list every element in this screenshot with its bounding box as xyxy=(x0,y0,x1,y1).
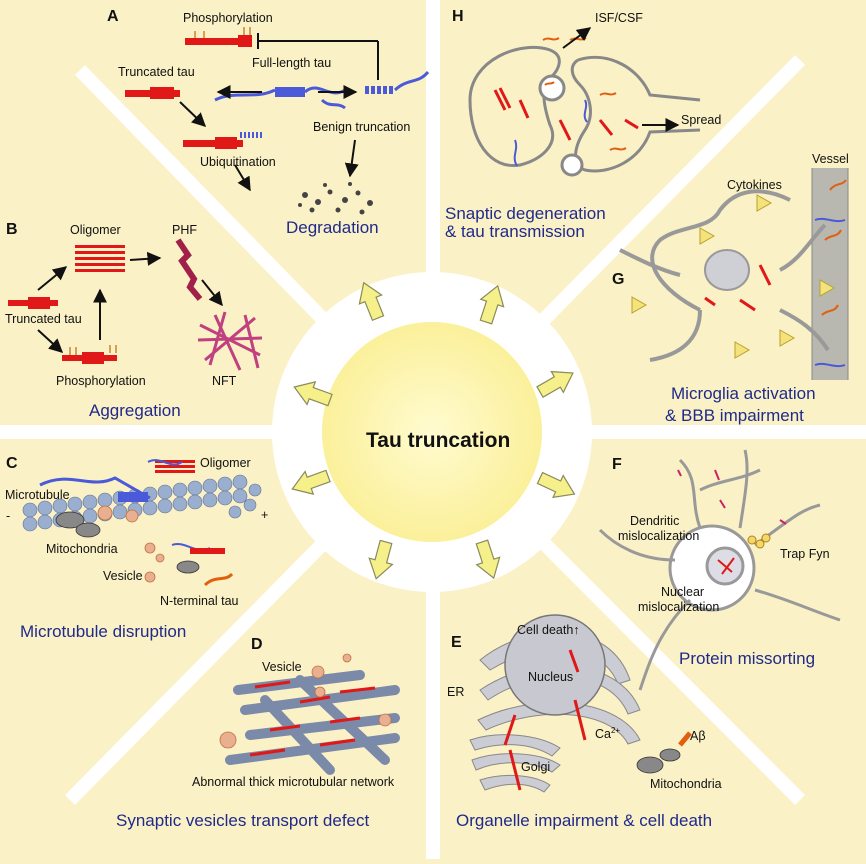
panel-g-vessel: Vessel xyxy=(812,152,849,166)
panel-c-microtubule: Microtubule xyxy=(5,488,70,502)
panel-e-ca-text: Ca xyxy=(595,727,611,742)
panel-e-abeta: Aβ xyxy=(690,729,706,743)
panel-b-title: Aggregation xyxy=(89,401,181,420)
panel-f-artwork xyxy=(598,449,841,691)
panel-a-full-length-tau: Full-length tau xyxy=(252,56,332,70)
panel-e-ca-superscript: 2+ xyxy=(610,726,621,735)
panel-a-title: Degradation xyxy=(286,218,379,237)
panel-a-ubiquitination: Ubiquitination xyxy=(200,155,276,169)
panel-e-mitochondria: Mitochondria xyxy=(650,777,722,791)
panel-e-er: ER xyxy=(447,685,465,699)
panel-e-nucleus: Nucleus xyxy=(528,670,574,684)
panel-e-artwork xyxy=(469,614,692,793)
panel-h-title-line1: Snaptic degeneration xyxy=(445,204,606,223)
panel-c-letter: C xyxy=(6,455,18,472)
panel-b-truncated-tau: Truncated tau xyxy=(5,312,82,326)
panel-c-mitochondria: Mitochondria xyxy=(46,542,118,556)
panel-c-plus: + xyxy=(261,508,269,522)
panel-f-dendritic-line1: Dendritic xyxy=(630,514,680,528)
panel-e-title: Organelle impairment & cell death xyxy=(456,811,713,830)
center-title: Tau truncation xyxy=(366,429,511,452)
panel-d-network-label: Abnormal thick microtubular network xyxy=(192,775,395,789)
panel-h-spread: Spread xyxy=(681,113,722,127)
panel-a-truncated-tau: Truncated tau xyxy=(118,65,195,79)
panel-g-title-line1: Microglia activation xyxy=(671,384,816,403)
panel-g-artwork xyxy=(619,168,849,380)
panel-h-title-line2: & tau transmission xyxy=(445,222,585,241)
panel-d-vesicle: Vesicle xyxy=(262,660,302,674)
panel-f-title: Protein missorting xyxy=(679,649,816,668)
panel-b-phosphorylation: Phosphorylation xyxy=(56,374,146,388)
panel-c-vesicle: Vesicle xyxy=(103,569,143,583)
panel-e-ca: Ca2+ xyxy=(595,726,620,741)
panel-h-isf-csf: ISF/CSF xyxy=(595,11,643,25)
panel-e-letter: E xyxy=(451,634,462,651)
center-disc xyxy=(322,322,542,542)
panel-g-letter: G xyxy=(612,271,625,288)
panel-h-letter: H xyxy=(452,8,464,25)
panel-b-phf: PHF xyxy=(172,223,197,237)
panel-a-benign-truncation: Benign truncation xyxy=(313,120,411,134)
panel-a-artwork xyxy=(125,27,430,215)
panel-c-minus: - xyxy=(6,509,11,523)
panel-f-markers xyxy=(677,469,787,575)
panel-g-title-line2: & BBB impairment xyxy=(665,406,804,425)
panel-b-artwork xyxy=(8,238,263,371)
panel-h-markers xyxy=(493,27,680,167)
panel-e-cell-death: Cell death↑ xyxy=(517,623,580,637)
panel-d-title: Synaptic vesicles transport defect xyxy=(116,811,370,830)
panel-f-trap-fyn: Trap Fyn xyxy=(780,547,830,561)
panel-e-golgi: Golgi xyxy=(521,760,551,774)
panel-d-artwork xyxy=(219,653,400,775)
panel-f-nuclear-line2: mislocalization xyxy=(638,600,720,614)
panel-f-letter: F xyxy=(612,456,622,473)
panel-c-oligomer: Oligomer xyxy=(200,456,251,470)
radial-arrows xyxy=(291,281,576,580)
panel-a-letter: A xyxy=(107,8,119,25)
panel-b-nft: NFT xyxy=(212,374,237,388)
panel-b-oligomer: Oligomer xyxy=(70,223,121,237)
panel-d-letter: D xyxy=(251,636,263,653)
panel-f-dendritic-line2: mislocalization xyxy=(618,529,700,543)
panel-c-title: Microtubule disruption xyxy=(20,622,187,641)
panel-g-cytokines: Cytokines xyxy=(727,178,782,192)
panel-h-artwork xyxy=(468,45,701,177)
panel-b-letter: B xyxy=(6,221,18,238)
panel-f-nuclear-line1: Nuclear xyxy=(661,585,705,599)
panel-a-phosphorylation: Phosphorylation xyxy=(183,11,273,25)
panel-c-n-terminal-tau: N-terminal tau xyxy=(160,594,239,608)
panel-c-artwork xyxy=(22,459,262,587)
